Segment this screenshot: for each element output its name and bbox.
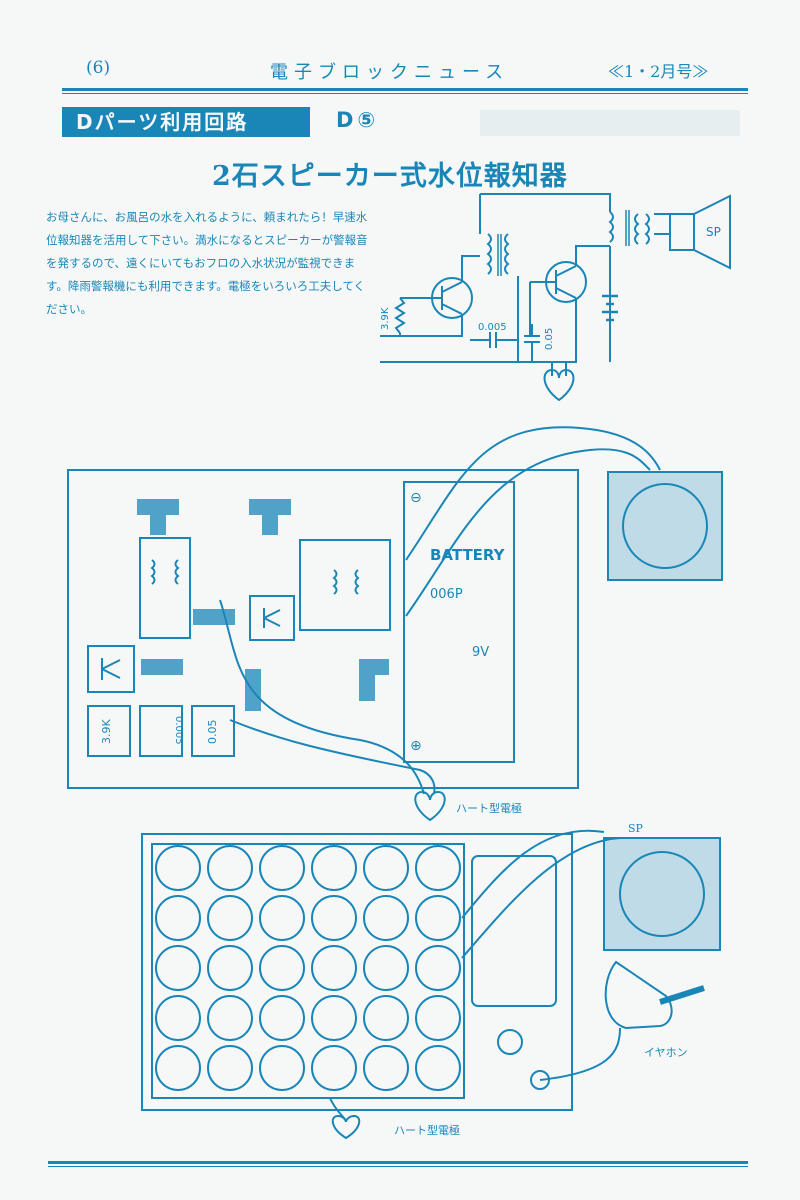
electrode-heart bbox=[543, 368, 575, 402]
transistor-block-2 bbox=[249, 595, 295, 641]
speaker-box-2 bbox=[603, 837, 721, 951]
speaker-box-1 bbox=[607, 471, 723, 581]
resistor-block bbox=[87, 705, 131, 757]
battery-compartment bbox=[471, 855, 557, 1007]
earphone-jack bbox=[530, 1070, 550, 1090]
capacitor-block-1 bbox=[139, 705, 183, 757]
cap2-label: 0.05 bbox=[544, 328, 555, 350]
electrode-heart-1 bbox=[414, 790, 446, 822]
block-grid bbox=[155, 845, 461, 1091]
block-cap2-label: 0.05 bbox=[206, 720, 219, 745]
bottom-rule-thin bbox=[48, 1166, 748, 1167]
issue-label: ≪1・2月号≫ bbox=[608, 62, 709, 81]
electrode-label-1: ハート型電極 bbox=[456, 802, 522, 815]
speaker-label-2: SP bbox=[628, 822, 643, 835]
grid-board-frame bbox=[141, 833, 573, 1111]
battery-model: 006P bbox=[430, 587, 463, 602]
electrode-label-2: ハート型電極 bbox=[394, 1124, 460, 1137]
newsletter-title: 電子ブロックニュース bbox=[270, 62, 510, 83]
plus-terminal: ⊕ bbox=[410, 738, 422, 754]
block-res-label: 3.9K bbox=[100, 719, 113, 744]
block-cap1-label: 0.005 bbox=[173, 716, 184, 745]
cap1-label: 0.005 bbox=[478, 322, 507, 333]
block-layout-diagram: BATTERY 006P 9V ⊖ ⊕ 3.9K 0.005 0.05 bbox=[67, 426, 723, 822]
section-code: D⑤ bbox=[336, 108, 380, 132]
page-number: (6) bbox=[86, 58, 111, 78]
transformer-coil bbox=[486, 233, 492, 275]
section-banner: Dパーツ利用回路 bbox=[62, 107, 310, 137]
bottom-rule bbox=[48, 1161, 748, 1164]
earphone bbox=[604, 960, 673, 1030]
circuit-schematic: SP 3.9K 0.005 0.05 bbox=[380, 193, 731, 402]
electrode-heart-2 bbox=[331, 1114, 361, 1140]
battery-block bbox=[403, 481, 515, 763]
article-title: 2石スピーカー式水位報知器 bbox=[212, 161, 568, 192]
article-description: お母さんに、お風呂の水を入れるように、頼まれたら！早速水位報知器を活用して下さい… bbox=[46, 210, 368, 316]
capacitor-block-2 bbox=[191, 705, 235, 757]
transformer-block-2 bbox=[299, 539, 391, 631]
board-frame bbox=[67, 469, 579, 789]
earphone-label: イヤホン bbox=[644, 1046, 688, 1059]
grid-layout-diagram bbox=[141, 829, 721, 1140]
battery-voltage: 9V bbox=[472, 645, 489, 660]
transformer-block-1 bbox=[139, 537, 191, 639]
speaker-label: SP bbox=[706, 225, 721, 239]
top-rule-thin bbox=[62, 93, 748, 94]
bleed-through-bar bbox=[480, 110, 740, 136]
resistor-label: 3.9K bbox=[380, 307, 391, 330]
minus-terminal: ⊖ bbox=[410, 490, 422, 506]
transistor-block-1 bbox=[87, 645, 135, 693]
top-rule bbox=[62, 88, 748, 91]
